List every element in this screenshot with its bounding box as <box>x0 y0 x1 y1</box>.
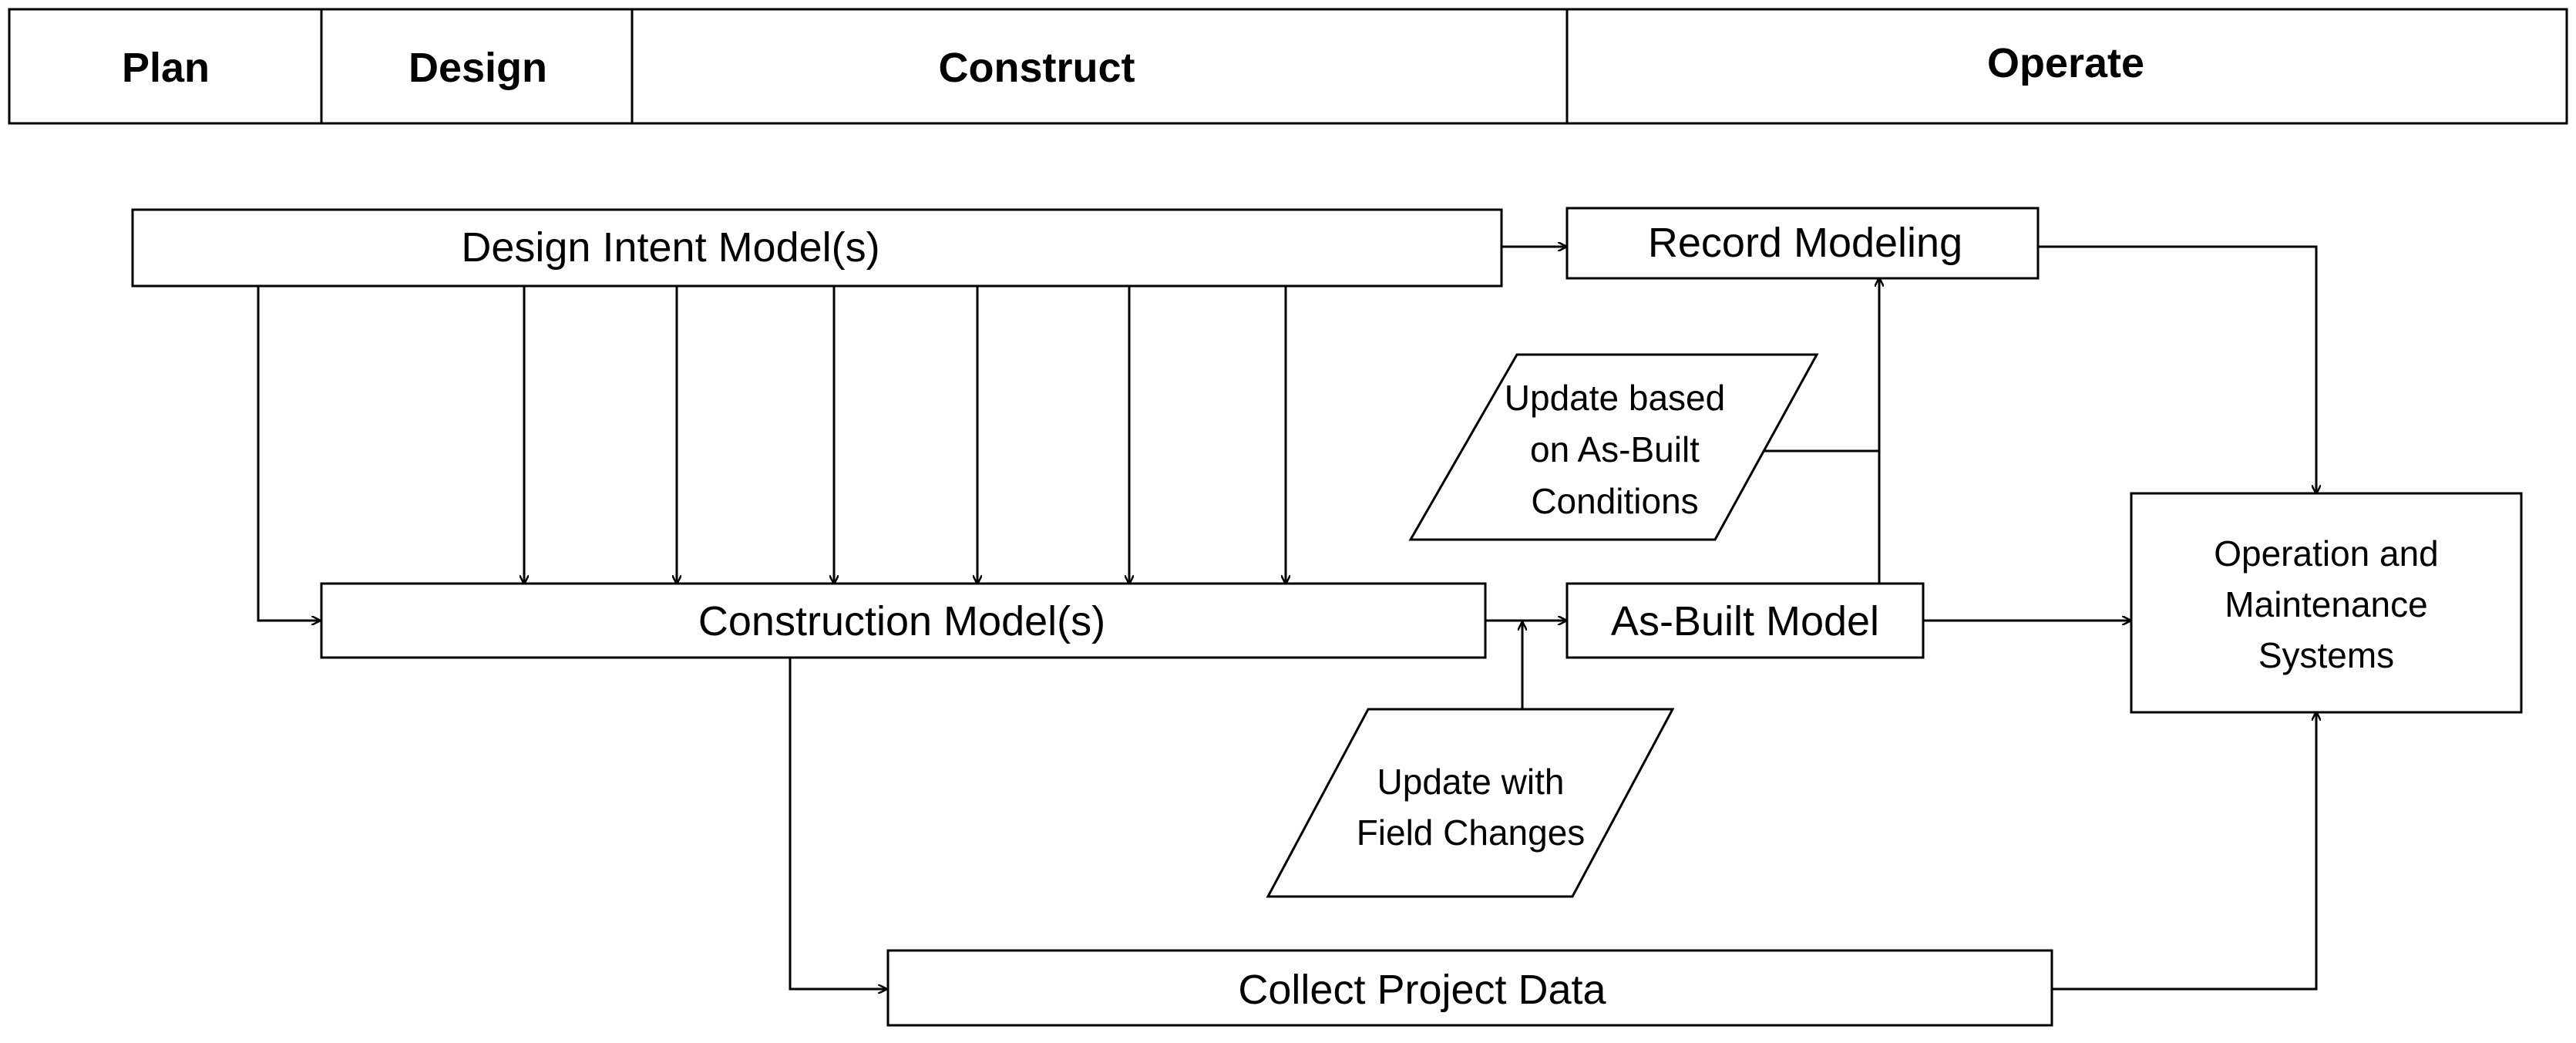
construction-model-node: Construction Model(s) <box>320 582 1487 659</box>
oms-node: Operation and Maintenance Systems <box>2130 492 2523 714</box>
phase-construct: Construct <box>939 45 1135 91</box>
construction-model-label: Construction Model(s) <box>698 598 1105 644</box>
collect-data-node: Collect Project Data <box>886 949 2053 1027</box>
collect-data-label: Collect Project Data <box>1238 967 1606 1013</box>
record-modeling-label: Record Modeling <box>1648 220 1962 266</box>
phase-header: Plan Design Construct Operate <box>8 8 2568 125</box>
oms-line: Systems <box>2258 635 2394 675</box>
update-asbuilt-line: on As-Built <box>1530 429 1700 469</box>
arrow-collect-to-oms <box>2052 712 2316 991</box>
oms-line: Operation and <box>2214 533 2439 574</box>
design-intent-node: Design Intent Model(s) <box>131 208 1503 288</box>
asbuilt-model-label: As-Built Model <box>1611 598 1879 644</box>
update-field-line: Update with <box>1377 762 1565 802</box>
design-intent-label: Design Intent Model(s) <box>461 224 879 271</box>
update-field-shape <box>1266 708 1675 898</box>
arrow-record-to-oms <box>2038 245 2316 493</box>
phase-operate: Operate <box>1987 40 2144 86</box>
design-intent-box <box>131 208 1503 288</box>
record-modeling-box <box>1565 207 2040 280</box>
phase-plan: Plan <box>122 45 210 91</box>
oms-line: Maintenance <box>2225 584 2427 624</box>
update-field-line: Field Changes <box>1357 813 1586 853</box>
phase-header-frame <box>8 8 2568 125</box>
update-asbuilt-line: Update based <box>1505 378 1725 418</box>
update-asbuilt-shape <box>1408 353 1819 541</box>
asbuilt-model-node: As-Built Model <box>1565 582 1925 659</box>
update-asbuilt-line: Conditions <box>1531 481 1698 521</box>
arrow-construction-to-collect <box>789 658 886 989</box>
record-modeling-node: Record Modeling <box>1565 207 2040 280</box>
collect-data-box <box>886 949 2053 1027</box>
update-field-node: Update with Field Changes <box>1266 708 1675 898</box>
update-asbuilt-node: Update based on As-Built Conditions <box>1408 353 1819 541</box>
arrow-design-to-construction-left <box>257 286 320 621</box>
construction-model-box <box>320 582 1487 659</box>
asbuilt-model-box <box>1565 582 1925 659</box>
oms-box <box>2130 492 2523 714</box>
phase-design: Design <box>409 45 547 91</box>
connectors <box>257 245 2316 991</box>
